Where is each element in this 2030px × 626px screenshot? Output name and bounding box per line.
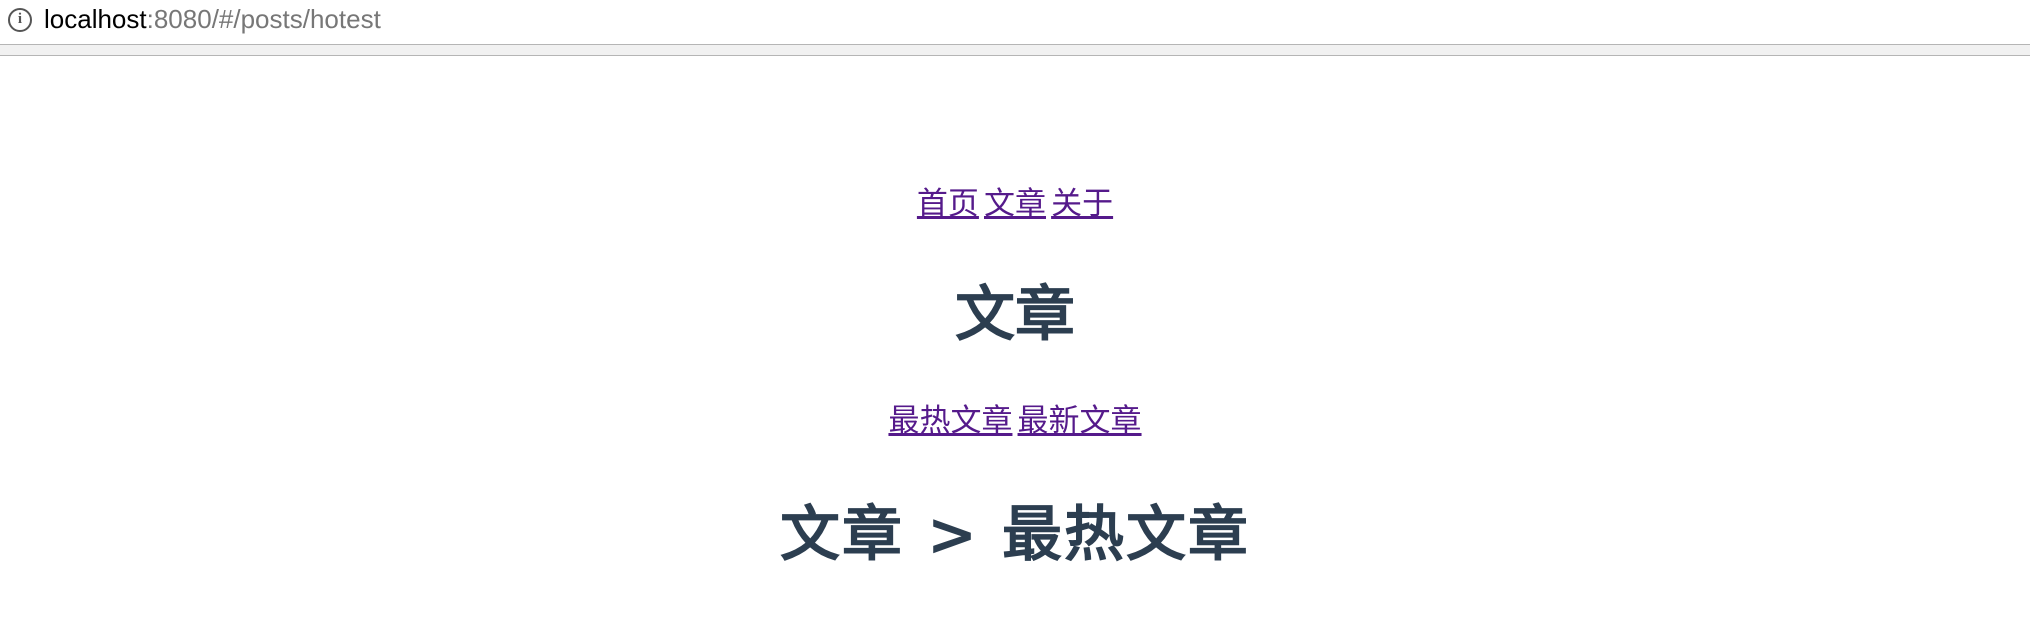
nav-link-home[interactable]: 首页 bbox=[916, 186, 979, 222]
toolbar-divider bbox=[0, 44, 2030, 56]
main-nav: 首页 文章 关于 bbox=[0, 178, 2030, 223]
subnav-link-hotest[interactable]: 最热文章 bbox=[888, 403, 1013, 439]
url-host: localhost bbox=[44, 4, 147, 34]
address-bar[interactable]: i localhost:8080/#/posts/hotest bbox=[0, 0, 2030, 44]
url-text[interactable]: localhost:8080/#/posts/hotest bbox=[44, 4, 381, 35]
page-title: 文章 bbox=[955, 280, 1075, 350]
posts-subnav: 最热文章 最新文章 bbox=[0, 395, 2030, 440]
url-path: :8080/#/posts/hotest bbox=[146, 4, 381, 34]
section-title: 文章 > 最热文章 bbox=[779, 500, 1251, 570]
subnav-link-newest[interactable]: 最新文章 bbox=[1017, 403, 1142, 439]
info-icon[interactable]: i bbox=[8, 8, 32, 32]
nav-link-posts[interactable]: 文章 bbox=[984, 186, 1046, 222]
nav-link-about[interactable]: 关于 bbox=[1051, 186, 1114, 222]
